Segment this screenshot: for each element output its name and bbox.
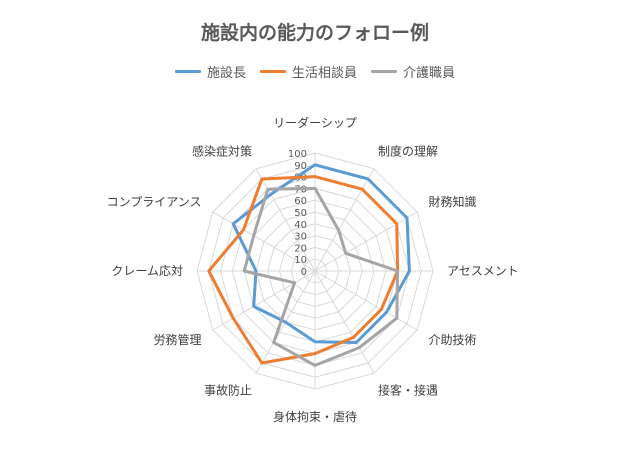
grid-spoke-4 [314,270,418,331]
legend-item-series-1: 生活相談員 [259,62,357,81]
grid-spoke-10 [212,211,316,272]
radar-series [207,163,411,367]
tick-label: 90 [294,161,307,172]
series-line-0 [231,163,411,344]
tick-label: 20 [294,243,307,254]
tick-label: 0 [301,267,307,278]
category-label-6: 身体拘束・虐待 [273,409,357,424]
grid-spoke-1 [314,168,375,272]
grid-spoke-8 [212,270,316,331]
category-label-0: リーダーシップ [273,115,357,130]
category-label-9: クレーム応対 [111,264,183,278]
tick-label: 60 [294,196,307,207]
legend-item-series-2: 介護職員 [371,62,455,81]
category-label-5: 接客・接遇 [378,383,438,398]
tick-label: 50 [294,208,307,219]
series-line-2 [242,186,400,367]
legend-swatch-series-1 [259,70,286,73]
legend-swatch-series-2 [371,70,397,73]
grid-spoke-5 [314,270,375,374]
grid-spoke-11 [255,168,316,272]
legend-label-series-2: 介護職員 [403,66,456,81]
tick-label: 100 [288,149,307,160]
legend-label-series-0: 施設長 [206,66,246,81]
tick-label: 30 [294,232,307,243]
category-label-2: 財務知識 [429,194,477,209]
category-label-3: アセスメント [447,264,519,278]
legend-label-series-1: 生活相談員 [291,66,357,81]
series-line-1 [207,175,400,365]
category-label-8: 労務管理 [153,332,201,347]
legend: 施設長 生活相談員 介護職員 [0,62,630,81]
legend-item-series-0: 施設長 [174,62,246,81]
legend-swatch-series-0 [174,70,201,73]
tick-label: 40 [294,220,307,231]
chart-title: 施設内の能力のフォロー例 [200,22,429,44]
tick-label: 10 [294,255,307,266]
category-label-4: 介助技術 [429,333,477,347]
category-label-7: 事故防止 [204,383,252,398]
category-label-10: コンプライアンス [107,195,202,209]
category-label-11: 感染症対策 [192,144,252,159]
category-label-1: 制度の理解 [378,144,438,159]
grid-spoke-2 [314,211,418,272]
